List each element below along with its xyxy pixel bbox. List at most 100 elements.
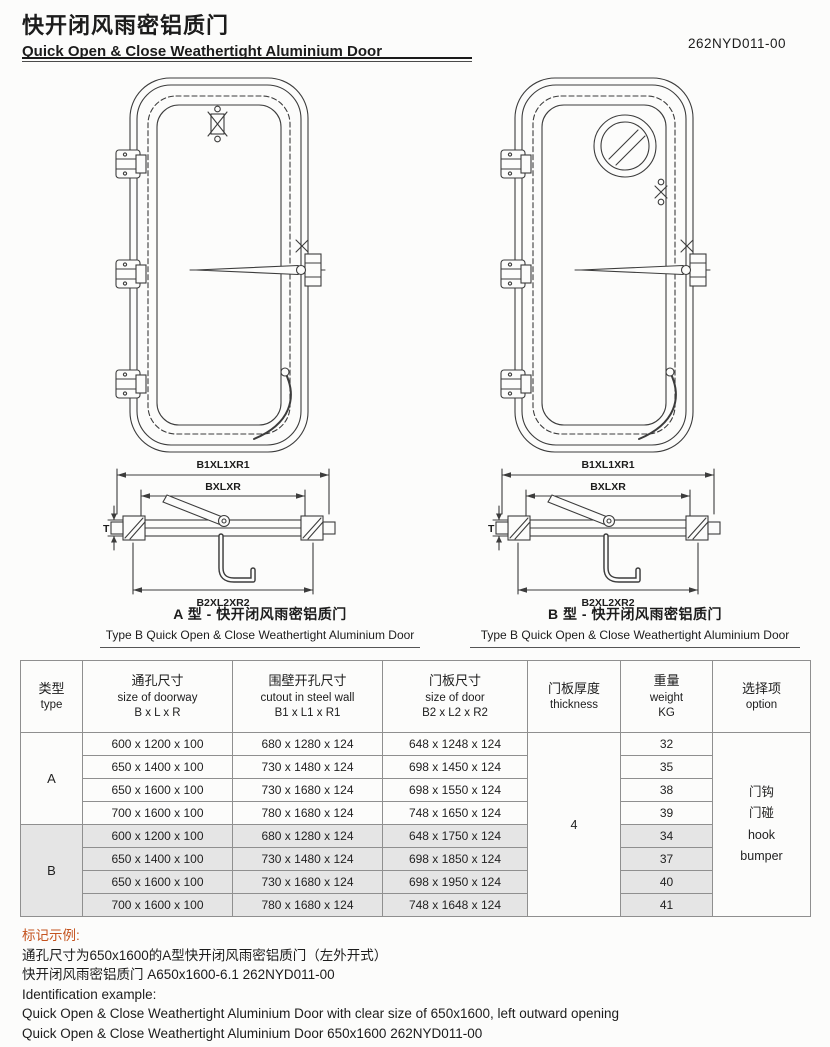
table-row: 650 x 1400 x 100 730 x 1480 x 124 698 x …: [20, 847, 811, 871]
hinge-icon: [115, 259, 147, 289]
cell-cutout: 730 x 1680 x 124: [232, 778, 383, 802]
hook-handle-icon: [603, 533, 641, 583]
cell-weight: 38: [620, 778, 713, 802]
title-underline-rule: [22, 57, 472, 62]
door-gasket-line: [147, 95, 291, 435]
col-header-weight: 重量 weight KG: [620, 660, 713, 733]
dim-label-doorway: BXLXR: [205, 481, 241, 493]
cell-doorway: 700 x 1600 x 100: [82, 801, 233, 825]
cell-door: 698 x 1550 x 124: [382, 778, 528, 802]
cell-doorway: 600 x 1200 x 100: [82, 732, 233, 756]
cell-cutout: 780 x 1680 x 124: [232, 893, 383, 917]
door-drawing-type-a: [115, 77, 326, 453]
dim-label-door: B2XL2XR2: [581, 597, 634, 609]
page-header: 快开闭风雨密铝质门 Quick Open & Close Weathertigh…: [22, 8, 382, 60]
note-line: 快开闭风雨密铝质门 A650x1600-6.1 262NYD011-00: [22, 967, 335, 982]
hook-handle-icon: [218, 533, 256, 583]
page-title-en: Quick Open & Close Weathertight Aluminiu…: [22, 43, 383, 60]
caption-type-b-zh: B 型 - 快开闭风雨密铝质门: [548, 606, 722, 622]
dim-label-cutout: B1XL1XR1: [581, 459, 634, 471]
type-a-cell: A: [20, 732, 83, 825]
cell-doorway: 650 x 1600 x 100: [82, 778, 233, 802]
cell-doorway: 600 x 1200 x 100: [82, 824, 233, 848]
type-b-cell: B: [20, 824, 83, 917]
table-row: 650 x 1600 x 100 730 x 1680 x 124 698 x …: [21, 778, 811, 802]
caption-type-a: A 型 - 快开闭风雨密铝质门 Type B Quick Open & Clos…: [100, 604, 420, 648]
cell-cutout: 780 x 1680 x 124: [232, 801, 383, 825]
dog-fitting-icon: [207, 105, 228, 143]
handle-icon: [574, 239, 711, 287]
cell-weight: 32: [620, 732, 713, 756]
table-row: B 600 x 1200 x 100 680 x 1280 x 124 648 …: [20, 824, 811, 917]
latch-icon: [689, 253, 707, 287]
cell-doorway: 700 x 1600 x 100: [82, 893, 233, 917]
cell-cutout: 680 x 1280 x 124: [232, 732, 383, 756]
cell-door: 648 x 1248 x 124: [382, 732, 528, 756]
cell-door: 748 x 1648 x 124: [382, 893, 528, 917]
section-drawing-type-a: B1XL1XR1 BXLXR B2XL2XR2: [103, 459, 336, 609]
dim-label-door: B2XL2XR2: [196, 597, 249, 609]
cell-door: 698 x 1450 x 124: [382, 755, 528, 779]
thickness-dim: T: [488, 505, 509, 551]
table-row: 700 x 1600 x 100 780 x 1680 x 124 748 x …: [20, 893, 811, 917]
cell-weight: 35: [620, 755, 713, 779]
doc-number: 262NYD011-00: [688, 36, 787, 51]
cell-cutout: 730 x 1480 x 124: [232, 847, 383, 871]
door-drawing-type-b: [500, 77, 711, 453]
cell-doorway: 650 x 1400 x 100: [82, 847, 233, 871]
cell-doorway: 650 x 1400 x 100: [82, 755, 233, 779]
table-header-row: 类型 type 通孔尺寸 size of doorway B x L x R 围…: [20, 660, 811, 733]
thickness-dim: T: [103, 505, 124, 551]
section-drawing-type-b: B1XL1XR1 BXLXR B2XL2XR2: [488, 459, 721, 609]
note-label-en: Identification example:: [22, 986, 157, 1002]
cell-weight: 40: [620, 870, 713, 894]
col-header-cutout: 围壁开孔尺寸 cutout in steel wall B1 x L1 x R1: [232, 660, 383, 733]
cell-door: 648 x 1750 x 124: [382, 824, 528, 848]
porthole-icon: [593, 114, 657, 178]
col-header-thickness: 门板厚度 thickness: [527, 660, 621, 733]
note-line: Quick Open & Close Weathertight Aluminiu…: [22, 1025, 483, 1041]
cell-cutout: 730 x 1680 x 124: [232, 870, 383, 894]
notes-section: 标记示例: 通孔尺寸为650x1600的A型快开闭风雨密铝质门（左外开式） 快开…: [22, 926, 619, 1043]
note-line: 通孔尺寸为650x1600的A型快开闭风雨密铝质门（左外开式）: [22, 947, 388, 963]
cell-door: 698 x 1850 x 124: [382, 847, 528, 871]
hinge-icon: [500, 149, 532, 179]
dim-label-doorway: BXLXR: [590, 481, 626, 493]
page-title-zh: 快开闭风雨密铝质门: [22, 13, 230, 38]
inner-handle-icon: [253, 371, 292, 440]
table-row: 650 x 1600 x 100 730 x 1680 x 124 698 x …: [20, 870, 811, 894]
cell-door: 698 x 1950 x 124: [382, 870, 528, 894]
spec-table: 类型 type 通孔尺寸 size of doorway B x L x R 围…: [20, 660, 811, 917]
caption-type-a-zh: A 型 - 快开闭风雨密铝质门: [173, 606, 347, 622]
door-gasket-line: [532, 95, 676, 435]
cell-weight: 37: [620, 847, 713, 871]
table-row: A 600 x 1200 x 100 680 x 1280 x 124 648 …: [20, 732, 811, 917]
cell-cutout: 730 x 1480 x 124: [232, 755, 383, 779]
col-header-door: 门板尺寸 size of door B2 x L2 x R2: [382, 660, 528, 733]
dog-fitting-icon: [654, 178, 668, 206]
note-label-zh: 标记示例:: [22, 928, 80, 943]
col-header-option: 选择项 option: [712, 660, 811, 733]
cell-weight: 39: [620, 801, 713, 825]
hinge-icon: [500, 259, 532, 289]
caption-type-a-en: Type B Quick Open & Close Weathertight A…: [105, 628, 415, 642]
cell-cutout: 680 x 1280 x 124: [232, 824, 383, 848]
col-header-doorway: 通孔尺寸 size of doorway B x L x R: [82, 660, 233, 733]
caption-type-b: B 型 - 快开闭风雨密铝质门 Type B Quick Open & Clos…: [470, 604, 800, 648]
inner-handle-icon: [638, 371, 677, 440]
table-row: 700 x 1600 x 100 780 x 1680 x 124 748 x …: [21, 801, 811, 825]
dim-label-cutout: B1XL1XR1: [196, 459, 249, 471]
cell-door: 748 x 1650 x 124: [382, 801, 528, 825]
note-line: Quick Open & Close Weathertight Aluminiu…: [22, 1006, 620, 1021]
dim-label-thickness: T: [103, 523, 110, 535]
cell-weight: 34: [620, 824, 713, 848]
hinge-icon: [115, 369, 147, 399]
col-header-type: 类型 type: [20, 660, 83, 733]
hinge-icon: [115, 149, 147, 179]
caption-type-b-en: Type B Quick Open & Close Weathertight A…: [480, 628, 790, 642]
cell-doorway: 650 x 1600 x 100: [82, 870, 233, 894]
table-row: 650 x 1400 x 100 730 x 1480 x 124 698 x …: [21, 755, 811, 779]
dim-label-thickness: T: [488, 523, 495, 535]
cell-weight: 41: [620, 893, 713, 917]
